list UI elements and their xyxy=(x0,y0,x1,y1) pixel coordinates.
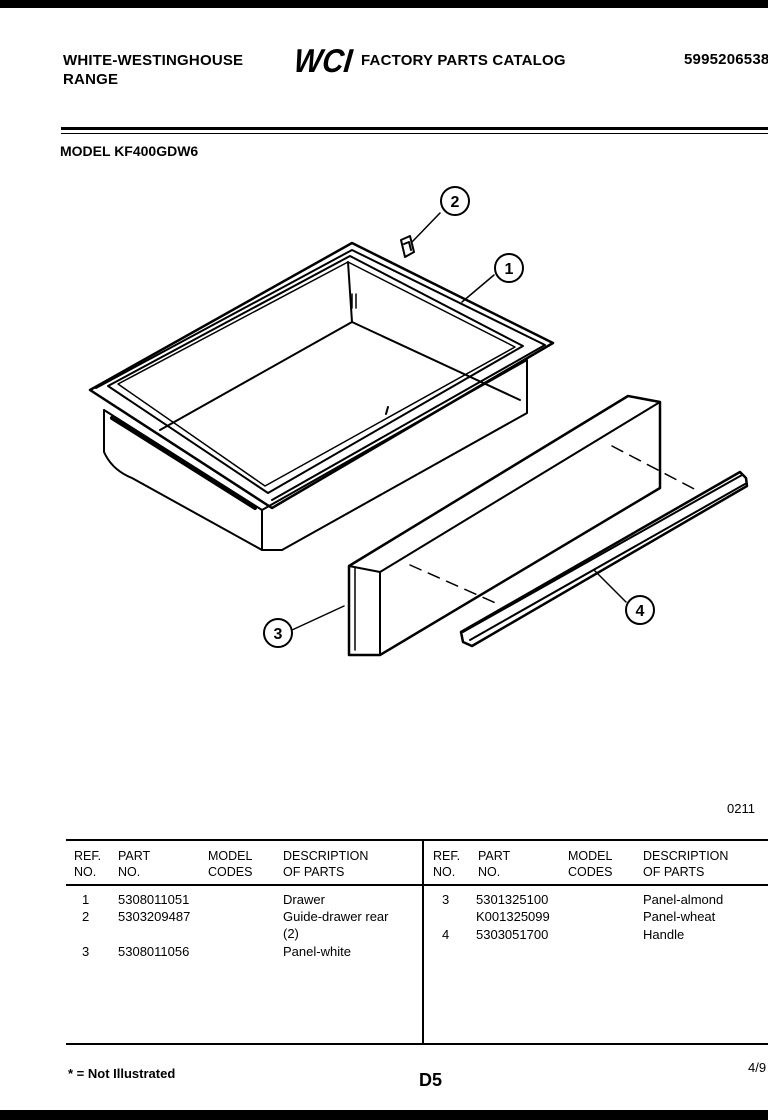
callout-1: 1 xyxy=(505,261,514,278)
table-row-ref: 1 xyxy=(82,892,90,907)
model-number: MODEL KF400GDW6 xyxy=(60,143,199,159)
header-ref-line2: NO. xyxy=(74,865,97,879)
callout-circles xyxy=(263,186,655,648)
header-model-codes: MODEL CODES xyxy=(208,848,252,880)
header-model-codes-right: MODEL CODES xyxy=(568,848,612,880)
table-top-rule xyxy=(66,839,768,841)
table-row-part: 5308011051 xyxy=(118,892,190,907)
table-row-part: 5308011056 xyxy=(118,944,190,959)
table-row-ref: 2 xyxy=(82,909,90,924)
header-description-right: DESCRIPTION OF PARTS xyxy=(643,848,728,880)
header-ref-line1-right: REF. xyxy=(433,849,461,863)
panel-part xyxy=(347,394,662,657)
table-bottom-rule xyxy=(66,1043,768,1045)
table-row-desc: Handle xyxy=(643,927,685,942)
leader-lines xyxy=(291,212,627,631)
header-part-line1: PART xyxy=(118,849,151,863)
product-type: RANGE xyxy=(63,71,119,88)
catalog-title: FACTORY PARTS CATALOG xyxy=(361,52,566,69)
table-row-part: 5301325100 xyxy=(476,892,549,907)
header-desc-line2-right: OF PARTS xyxy=(643,865,705,879)
callout-circle-1 xyxy=(494,253,524,283)
callout-circle-3 xyxy=(263,618,293,648)
header-ref-no: REF. NO. xyxy=(74,848,101,880)
table-row-ref: 3 xyxy=(442,892,450,907)
header-ref-line2-right: NO. xyxy=(433,865,456,879)
catalog-number: 5995206538 xyxy=(684,51,768,68)
callout-3: 3 xyxy=(274,626,283,643)
drawer-part xyxy=(88,241,555,551)
table-row-ref: 4 xyxy=(442,927,450,942)
exploded-parts-diagram: 2 1 3 4 xyxy=(88,186,749,657)
header-model-line2-right: CODES xyxy=(568,865,613,879)
brand-name: WHITE-WESTINGHOUSE xyxy=(63,52,244,69)
table-row-desc: Panel-wheat xyxy=(643,909,716,924)
table-row-part: 5303209487 xyxy=(118,909,191,924)
header-rule xyxy=(61,127,768,130)
top-border xyxy=(0,0,768,8)
callout-circle-4 xyxy=(625,595,655,625)
table-row-desc: Guide-drawer rear xyxy=(283,909,389,924)
bottom-border xyxy=(0,1110,768,1120)
wci-logo: WCI xyxy=(292,43,357,81)
header-description: DESCRIPTION OF PARTS xyxy=(283,848,368,880)
table-row-desc: Drawer xyxy=(283,892,325,907)
alignment-lines xyxy=(409,445,701,606)
header-part-no: PART NO. xyxy=(118,848,150,880)
header-rule-thin xyxy=(61,133,768,134)
header-model-line1: MODEL xyxy=(208,849,253,863)
table-row-desc: Panel-almond xyxy=(643,892,724,907)
callout-2: 2 xyxy=(451,194,460,211)
header-model-line2: CODES xyxy=(208,865,253,879)
header-desc-line1-right: DESCRIPTION xyxy=(643,849,729,863)
guide-part xyxy=(400,235,415,258)
table-row-desc: Panel-white xyxy=(283,944,351,959)
header-desc-line1: DESCRIPTION xyxy=(283,849,369,863)
callout-4: 4 xyxy=(636,603,645,620)
header-model-line1-right: MODEL xyxy=(568,849,613,863)
table-row-part: 5303051700 xyxy=(476,927,549,942)
revision-date: 4/9 xyxy=(748,1060,767,1075)
handle-part xyxy=(459,470,749,648)
brand-block: WHITE-WESTINGHOUSE RANGE xyxy=(63,51,243,89)
table-row-ref: 3 xyxy=(82,944,90,959)
header-ref-no-right: REF. NO. xyxy=(433,848,460,880)
header-part-line2-right: NO. xyxy=(478,865,501,879)
header-part-line1-right: PART xyxy=(478,849,511,863)
header-part-line2: NO. xyxy=(118,865,141,879)
header-desc-line2: OF PARTS xyxy=(283,865,345,879)
table-row-desc-cont: (2) xyxy=(283,926,299,941)
table-row-part: K001325099 xyxy=(476,909,550,924)
header-part-no-right: PART NO. xyxy=(478,848,510,880)
callout-circle-2 xyxy=(440,186,470,216)
page-id: D5 xyxy=(419,1070,443,1090)
wci-logo-graphic: WCI xyxy=(292,43,355,80)
header-ref-line1: REF. xyxy=(74,849,102,863)
table-header-rule xyxy=(66,884,768,886)
svg-text:WCI: WCI xyxy=(295,44,355,76)
not-illustrated-note: * = Not Illustrated xyxy=(68,1066,176,1081)
table-center-divider xyxy=(422,839,424,1045)
page-code: 0211 xyxy=(727,801,755,816)
